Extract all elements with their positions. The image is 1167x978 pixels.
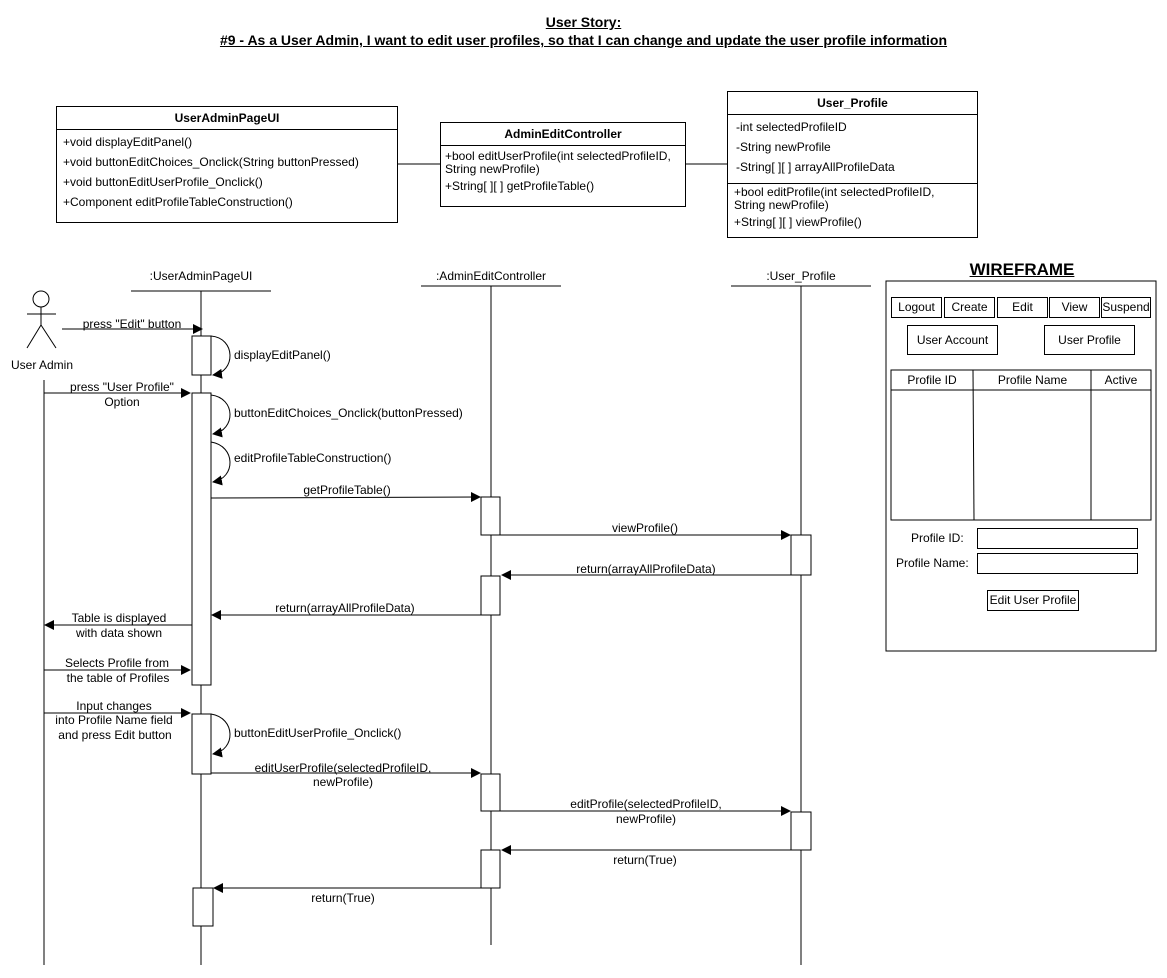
msg-label: editProfileTableConstruction() [234, 451, 392, 465]
class-method: +bool editProfile(int selectedProfileID, [734, 185, 935, 199]
activation-entity-1 [790, 534, 812, 576]
activation-ui-4 [192, 887, 214, 927]
class-attribute: -String newProfile [736, 140, 831, 154]
class-name: User_Profile [728, 92, 977, 115]
edit-user-profile-button[interactable]: Edit User Profile [987, 590, 1079, 611]
msg-label: newProfile) [615, 812, 677, 826]
activation-ui-2 [191, 392, 212, 686]
msg-label: into Profile Name field [55, 713, 173, 727]
tab-user-account[interactable]: User Account [907, 325, 998, 355]
msg-label: viewProfile() [611, 521, 679, 535]
wireframe-title: WIREFRAME [969, 260, 1075, 279]
wireframe-frame [885, 280, 1157, 652]
suspend-button[interactable]: Suspend [1101, 297, 1151, 318]
msg-label: press "User Profile" [70, 380, 174, 394]
self-msg-arrow [210, 335, 231, 379]
self-msg-arrow [210, 441, 231, 486]
class-method: +bool editUserProfile(int selectedProfil… [445, 149, 671, 163]
msg-label: newProfile) [312, 775, 374, 789]
activation-ui-3 [191, 713, 212, 775]
user-admin-actor-icon [26, 290, 57, 349]
msg-label: buttonEditUserProfile_Onclick() [234, 726, 402, 740]
msg-label: displayEditPanel() [234, 348, 331, 362]
class-name: UserAdminPageUI [57, 107, 397, 130]
column-header-profile-id: Profile ID [907, 373, 957, 387]
class-method: +Component editProfileTableConstruction(… [63, 195, 293, 209]
msg-label: buttonEditChoices_Onclick(buttonPressed) [234, 406, 463, 420]
actor-label: User Admin [10, 358, 74, 372]
profile-id-field[interactable] [977, 528, 1138, 549]
activation-controller-4 [480, 849, 501, 889]
profile-id-label: Profile ID: [911, 531, 964, 545]
self-msg-arrow [210, 394, 231, 438]
activation-ui-1 [191, 335, 212, 376]
lifeline-label-entity: :User_Profile [766, 269, 836, 283]
profile-name-field[interactable] [977, 553, 1138, 574]
msg-label: return(True) [613, 853, 677, 867]
create-button[interactable]: Create [944, 297, 995, 318]
msg-label: Table is displayed [71, 611, 167, 625]
activation-controller-3 [480, 773, 501, 812]
msg-label: press "Edit" button [82, 317, 182, 331]
msg-label: getProfileTable() [303, 483, 391, 497]
msg-label: and press Edit button [58, 728, 172, 742]
msg-arrow [210, 492, 481, 503]
class-useradminpageui: UserAdminPageUI +void displayEditPanel()… [56, 106, 398, 223]
msg-label: the table of Profiles [66, 671, 170, 685]
msg-label: return(True) [311, 891, 375, 905]
class-attribute: -int selectedProfileID [736, 120, 847, 134]
activation-entity-2 [790, 811, 812, 851]
class-user-profile: User_Profile -int selectedProfileID -Str… [727, 91, 978, 238]
class-name: AdminEditController [441, 123, 685, 146]
wireframe-table [890, 369, 1152, 521]
story-title: User Story: [545, 14, 622, 30]
self-msg-arrow [210, 713, 231, 758]
lifeline-label-controller: :AdminEditController [435, 269, 547, 283]
class-method: +String[ ][ ] getProfileTable() [445, 179, 595, 193]
msg-label: Option [104, 395, 140, 409]
column-header-profile-name: Profile Name [997, 373, 1068, 387]
profile-name-label: Profile Name: [896, 556, 969, 570]
column-header-active: Active [1104, 373, 1138, 387]
class-method: String newProfile) [734, 198, 829, 212]
activation-controller-2 [480, 575, 501, 616]
class-method: +void buttonEditUserProfile_Onclick() [63, 175, 263, 189]
msg-label: with data shown [75, 626, 163, 640]
class-attribute: -String[ ][ ] arrayAllProfileData [736, 160, 895, 174]
msg-label: return(arrayAllProfileData) [275, 601, 415, 615]
msg-label: return(arrayAllProfileData) [576, 562, 716, 576]
class-method: +String[ ][ ] viewProfile() [734, 215, 862, 229]
story-text: #9 - As a User Admin, I want to edit use… [219, 32, 948, 48]
class-method: +void buttonEditChoices_Onclick(String b… [63, 155, 359, 169]
class-method: String newProfile) [445, 162, 540, 176]
msg-label: editProfile(selectedProfileID, [570, 797, 722, 811]
class-admineditcontroller: AdminEditController +bool editUserProfil… [440, 122, 686, 207]
view-button[interactable]: View [1049, 297, 1100, 318]
msg-label: editUserProfile(selectedProfileID, [254, 761, 432, 775]
class-method: +void displayEditPanel() [63, 135, 193, 149]
lifeline-label-ui: :UserAdminPageUI [149, 269, 253, 283]
tab-user-profile[interactable]: User Profile [1044, 325, 1135, 355]
activation-controller-1 [480, 496, 501, 536]
msg-label: Selects Profile from [64, 656, 170, 670]
logout-button[interactable]: Logout [891, 297, 942, 318]
edit-button[interactable]: Edit [997, 297, 1048, 318]
msg-label: Input changes [76, 699, 152, 713]
